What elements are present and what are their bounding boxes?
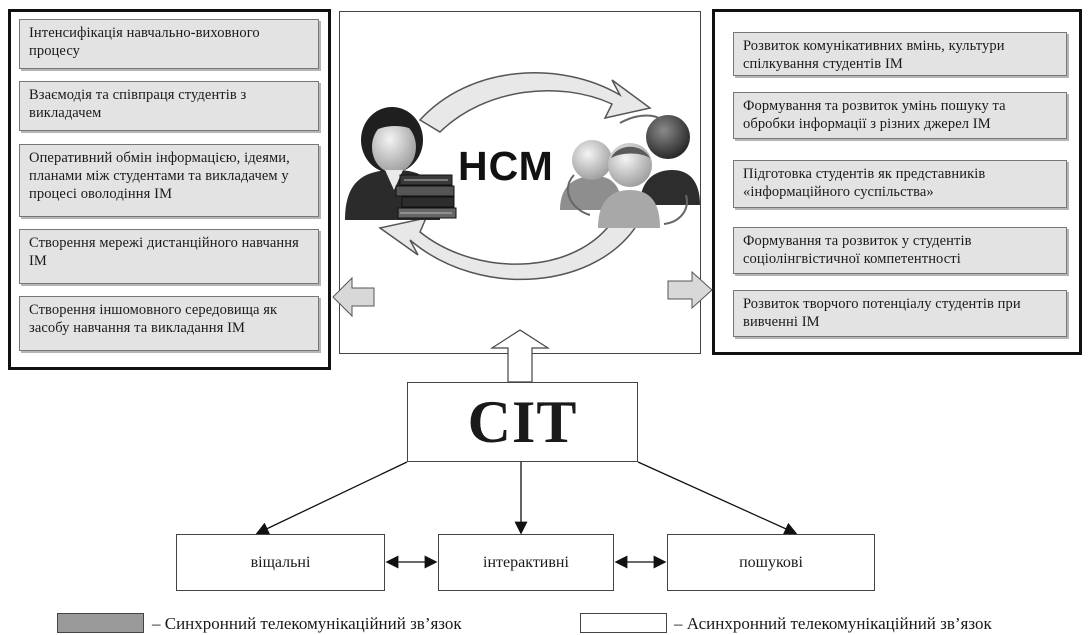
leaf-interactive: інтерактивні <box>438 534 614 591</box>
ncm-label: НСМ <box>458 143 554 189</box>
right-item-3: Підготовка студентів як представників «і… <box>733 160 1067 208</box>
legend-async-swatch <box>580 613 667 633</box>
up-block-arrow <box>489 329 551 383</box>
cycle-arrows <box>378 72 652 281</box>
left-item-2: Взаємодія та співпраця студентів з викла… <box>19 81 319 131</box>
right-item-4: Формування та розвиток у студентів соціо… <box>733 227 1067 274</box>
connector-cit-leaf-1 <box>255 461 408 535</box>
cit-label: СІТ <box>467 388 578 455</box>
left-item-4: Створення мережі дистанційного навчання … <box>19 229 319 284</box>
right-item-2: Формування та розвиток умінь пошуку та о… <box>733 92 1067 139</box>
legend-sync-label: – Синхронний телекомунікаційний зв’язок <box>152 614 462 633</box>
leaf-search: пошукові <box>667 534 875 591</box>
left-item-3: Оперативний обмін інформацією, ідеями, п… <box>19 144 319 217</box>
cit-box: СІТ <box>407 382 638 462</box>
students-icon <box>560 114 700 228</box>
left-block-arrow <box>332 276 375 318</box>
right-item-5: Розвиток творчого потенціалу студентів п… <box>733 290 1067 337</box>
left-item-1: Інтенсифікація навчально-виховного проце… <box>19 19 319 69</box>
legend-sync-swatch <box>57 613 144 633</box>
legend-async-label: – Асинхронний телекомунікаційний зв’язок <box>674 614 992 633</box>
bottom-cycle-arrow <box>378 211 642 281</box>
connector-cit-leaf-3 <box>637 461 798 535</box>
right-block-arrow <box>667 270 713 310</box>
left-item-5: Створення іншомовного середовища як засо… <box>19 296 319 351</box>
right-item-1: Розвиток комунікативних вмінь, культури … <box>733 32 1067 76</box>
books-icon <box>395 174 457 219</box>
leaf-broadcast: віщальні <box>176 534 385 591</box>
top-cycle-arrow <box>418 72 652 133</box>
